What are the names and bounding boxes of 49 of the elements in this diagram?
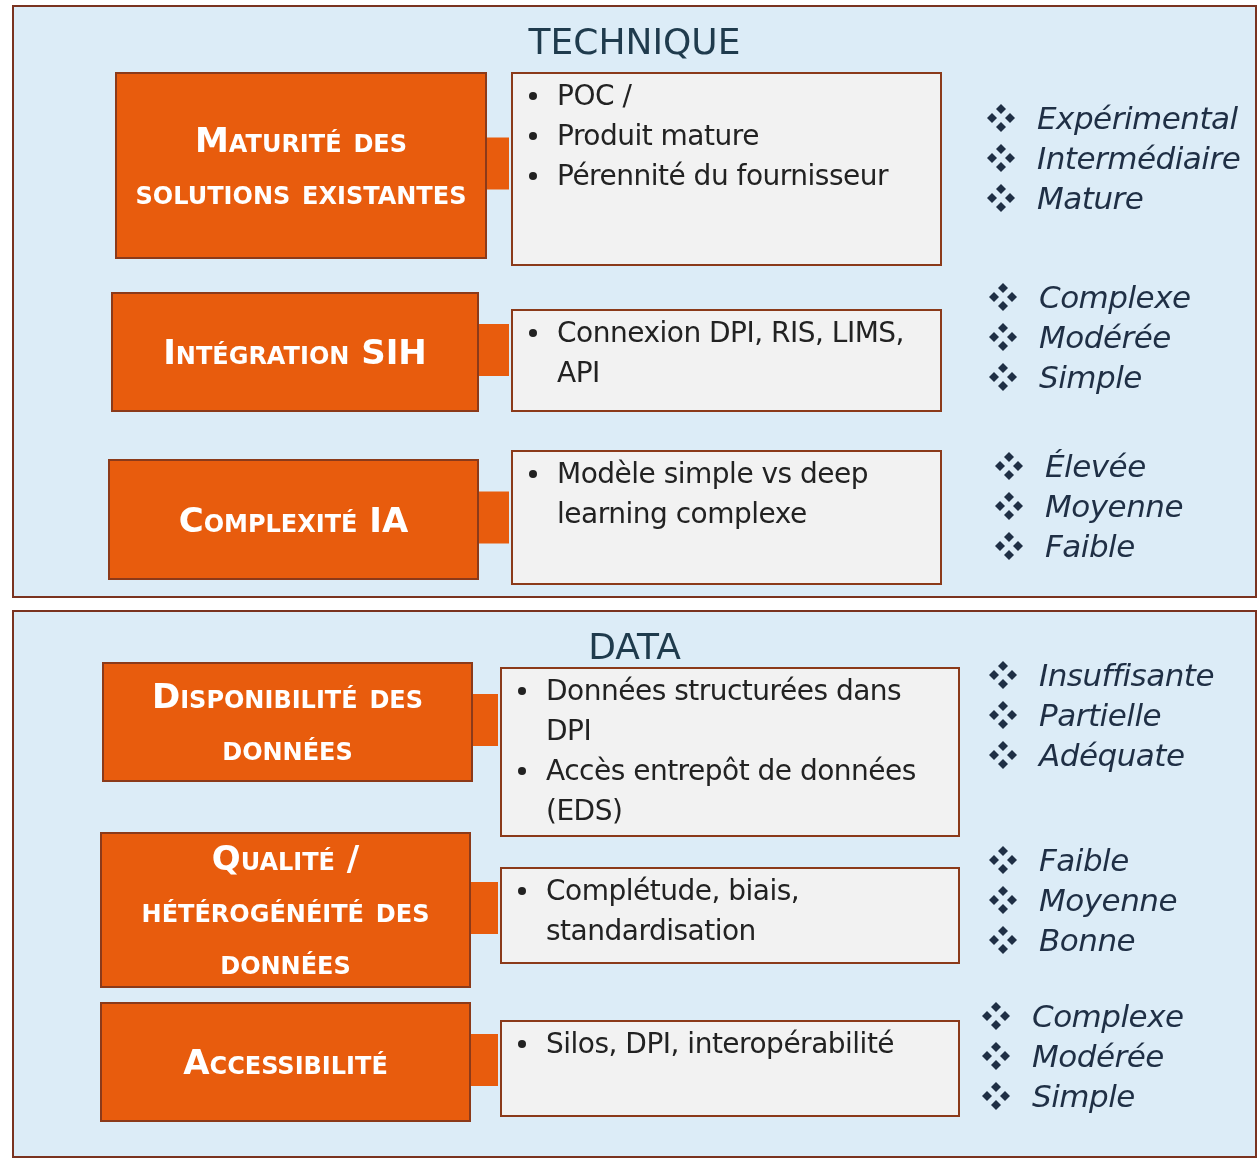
criterion-box: Accessibilité — [100, 1002, 471, 1122]
connector-bar — [471, 694, 498, 746]
bullet-text: Accès entrepôt de données (EDS) — [546, 753, 917, 829]
criterion-box: Complexité IA — [108, 459, 479, 580]
bullet-text: Données structurées dans DPI — [546, 673, 903, 749]
rating-option: Moyenne — [1039, 882, 1177, 918]
rating-option: Élevée — [1045, 448, 1146, 484]
section-title: TECHNIQUE — [527, 21, 742, 62]
description-box — [511, 309, 942, 412]
criterion-box: Maturité des solutions existantes — [115, 72, 487, 259]
section-panel — [12, 5, 1257, 598]
bullet-text: Connexion DPI, RIS, LIMS, API — [557, 315, 905, 391]
criterion-box: Qualité / hétérogénéité des données — [100, 832, 471, 988]
section-title: DATA — [587, 626, 682, 667]
criterion-box: Intégration SIH — [111, 292, 479, 412]
rating-option: Partielle — [1039, 697, 1162, 733]
connector-bar — [477, 491, 509, 544]
rating-option: Moyenne — [1045, 488, 1183, 524]
section-panel — [12, 610, 1257, 1158]
connector-bar — [469, 882, 498, 934]
rating-option: Modérée — [1032, 1038, 1164, 1074]
description-box — [511, 450, 942, 585]
rating-option: Mature — [1037, 180, 1144, 216]
rating-option: Bonne — [1039, 922, 1136, 958]
rating-option: Simple — [1032, 1078, 1135, 1114]
rating-option: Insuffisante — [1039, 657, 1215, 693]
rating-option: Faible — [1039, 842, 1129, 878]
rating-option: Complexe — [1032, 998, 1184, 1034]
rating-option: Modérée — [1039, 319, 1171, 355]
rating-option: Intermédiaire — [1037, 140, 1241, 176]
connector-bar — [477, 324, 509, 376]
bullet-text: Modèle simple vs deep learning complexe — [557, 456, 870, 532]
rating-option: Adéquate — [1039, 737, 1185, 773]
criterion-box: Disponibilité des données — [102, 662, 473, 782]
bullet-text: Produit mature — [557, 118, 759, 154]
connector-bar — [469, 1034, 498, 1086]
description-box — [500, 667, 960, 837]
description-box — [500, 1020, 960, 1117]
connector-bar — [485, 137, 509, 190]
bullet-text: POC / — [557, 78, 632, 114]
description-box — [500, 867, 960, 964]
rating-option: Simple — [1039, 359, 1142, 395]
rating-option: Complexe — [1039, 279, 1191, 315]
description-box — [511, 72, 942, 266]
bullet-text: Complétude, biais, standardisation — [546, 873, 801, 949]
rating-option: Expérimental — [1037, 100, 1238, 136]
rating-option: Faible — [1045, 528, 1135, 564]
bullet-text: Silos, DPI, interopérabilité — [546, 1026, 895, 1062]
bullet-text: Pérennité du fournisseur — [557, 158, 888, 194]
